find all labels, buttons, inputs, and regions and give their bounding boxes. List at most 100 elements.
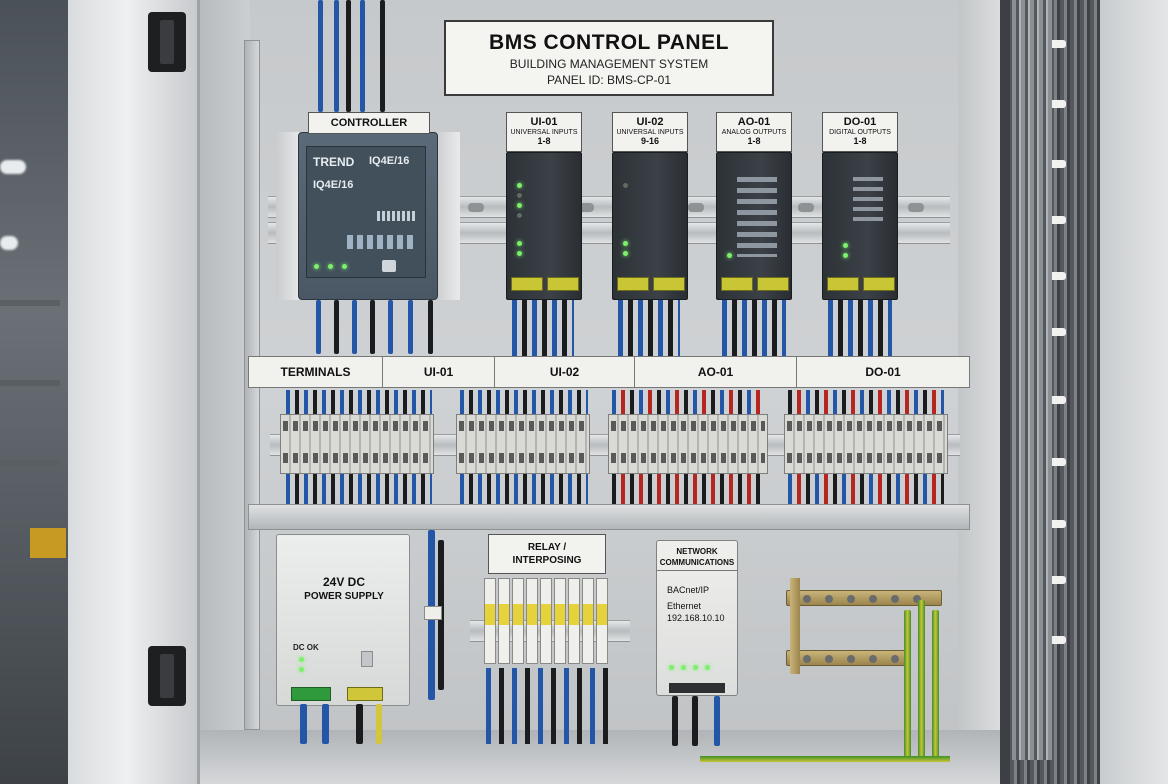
- warehouse-barrier: [30, 528, 66, 558]
- earth-wire: [932, 610, 939, 760]
- io-wiring: [512, 300, 574, 356]
- controller-port-icons: [347, 235, 417, 249]
- io-module-label: DO-01 DIGITAL OUTPUTS 1-8: [822, 112, 898, 152]
- warehouse-rack: [0, 300, 60, 306]
- network-led: [693, 665, 698, 670]
- relay-module[interactable]: [484, 578, 496, 664]
- terminal-wiring: [788, 474, 944, 504]
- network-protocol: BACnet/IP: [667, 585, 710, 595]
- io-wiring: [828, 300, 892, 356]
- control-wire: [352, 300, 357, 354]
- warehouse-rack: [0, 380, 60, 386]
- terminal-block-group[interactable]: [608, 414, 768, 474]
- io-terminal[interactable]: [721, 277, 753, 291]
- controller-display-icon: [377, 211, 417, 221]
- strip-label-ui-02: UI-02: [495, 357, 635, 387]
- bms-controller[interactable]: TREND IQ4E/16 IQ4E/16 CONTROLLER: [276, 112, 460, 300]
- psu-status-label: DC OK: [293, 643, 319, 652]
- control-wire: [334, 300, 339, 354]
- warehouse-background: [0, 0, 70, 784]
- earth-busbar: [786, 650, 908, 666]
- io-terminal[interactable]: [863, 277, 895, 291]
- io-wiring: [722, 300, 786, 356]
- relay-module[interactable]: [554, 578, 566, 664]
- psu-output-terminal[interactable]: [291, 687, 331, 701]
- terminal-wiring: [460, 474, 588, 504]
- earth-wire: [700, 756, 950, 762]
- relay-wiring: [486, 668, 608, 744]
- controller-model: IQ4E/16: [369, 155, 410, 167]
- terminal-wiring: [286, 390, 432, 416]
- io-module-body: [612, 152, 688, 300]
- io-terminal[interactable]: [653, 277, 685, 291]
- control-wire: [408, 300, 413, 354]
- power-supply-24vdc[interactable]: 24V DC POWER SUPPLY DC OK: [276, 534, 410, 706]
- incoming-cable: [346, 0, 351, 112]
- terminal-block-group[interactable]: [784, 414, 948, 474]
- panel-title: BMS CONTROL PANEL: [489, 31, 729, 54]
- network-label: NETWORK COMMUNICATIONS: [657, 541, 737, 571]
- psu-input-terminal[interactable]: [347, 687, 383, 701]
- relay-label: RELAY / INTERPOSING: [488, 534, 606, 574]
- network-led: [705, 665, 710, 670]
- io-terminal[interactable]: [511, 277, 543, 291]
- relay-module[interactable]: [582, 578, 594, 664]
- strip-label-ui-01: UI-01: [383, 357, 495, 387]
- io-module-label: AO-01 ANALOG OUTPUTS 1-8: [716, 112, 792, 152]
- cabinet-side-wall: [1100, 0, 1168, 784]
- psu-label-name: POWER SUPPLY: [304, 591, 384, 602]
- network-cable: [692, 696, 698, 746]
- io-module-do-01[interactable]: DO-01 DIGITAL OUTPUTS 1-8: [822, 112, 898, 302]
- terminal-block-group[interactable]: [280, 414, 434, 474]
- status-led: [342, 264, 347, 269]
- network-medium: Ethernet: [667, 601, 702, 611]
- relay-module[interactable]: [526, 578, 538, 664]
- controller-model-secondary: IQ4E/16: [313, 179, 354, 191]
- io-module-body: [716, 152, 792, 300]
- control-wire: [388, 300, 393, 354]
- relay-module[interactable]: [596, 578, 608, 664]
- psu-adjust-icon[interactable]: [361, 651, 373, 667]
- io-module-ui-02[interactable]: UI-02 UNIVERSAL INPUTS 9-16: [612, 112, 688, 302]
- control-wire: [370, 300, 375, 354]
- controller-faceplate: TREND IQ4E/16 IQ4E/16: [306, 146, 426, 278]
- warehouse-rack: [0, 460, 60, 466]
- earth-busbar: [786, 590, 942, 606]
- relay-interposing-bank[interactable]: RELAY / INTERPOSING: [482, 534, 612, 668]
- controller-label: CONTROLLER: [308, 112, 430, 134]
- controller-brand: TREND: [313, 155, 355, 169]
- io-channel-indicators: [737, 177, 777, 257]
- psu-dc-ok-led: [299, 657, 304, 662]
- earth-wire: [904, 610, 911, 760]
- incoming-cable: [334, 0, 339, 112]
- relay-module[interactable]: [512, 578, 524, 664]
- network-cable: [672, 696, 678, 746]
- earth-wire: [918, 600, 925, 760]
- io-channel-indicators: [853, 177, 883, 227]
- terminal-wiring: [612, 390, 764, 416]
- io-module-body: [822, 152, 898, 300]
- io-terminal[interactable]: [547, 277, 579, 291]
- io-terminal[interactable]: [757, 277, 789, 291]
- relay-module[interactable]: [540, 578, 552, 664]
- terminal-wiring: [286, 474, 432, 504]
- io-module-ao-01[interactable]: AO-01 ANALOG OUTPUTS 1-8: [716, 112, 792, 302]
- io-module-ui-01[interactable]: UI-01 UNIVERSAL INPUTS 1-8: [506, 112, 582, 302]
- relay-module[interactable]: [498, 578, 510, 664]
- incoming-cable: [318, 0, 323, 112]
- network-communications-module[interactable]: NETWORK COMMUNICATIONS BACnet/IP Etherne…: [656, 540, 738, 696]
- power-wire: [376, 704, 382, 744]
- terminal-block-group[interactable]: [456, 414, 590, 474]
- terminal-wiring: [612, 474, 764, 504]
- cabinet-door[interactable]: [68, 0, 200, 784]
- incoming-cable: [380, 0, 385, 112]
- controller-side-left: [276, 132, 302, 300]
- earth-bar[interactable]: [786, 578, 942, 674]
- relay-module[interactable]: [568, 578, 580, 664]
- power-wire: [322, 704, 329, 744]
- cable-bundle: [1012, 0, 1052, 760]
- strip-label-ao-01: AO-01: [635, 357, 797, 387]
- ethernet-port-icon[interactable]: [669, 683, 725, 693]
- io-terminal[interactable]: [827, 277, 859, 291]
- io-terminal[interactable]: [617, 277, 649, 291]
